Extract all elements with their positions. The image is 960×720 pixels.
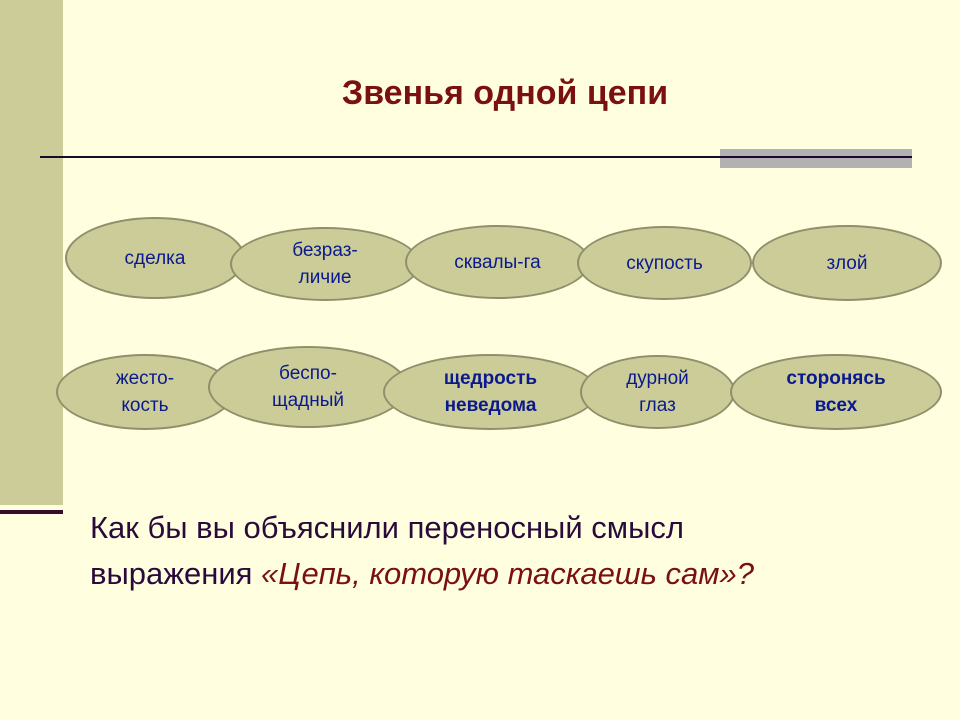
question-line-2: выражения [90, 556, 262, 591]
chain-link: злой [752, 225, 942, 301]
chain-link: сторонясь всех [730, 354, 942, 430]
chain-link: сделка [65, 217, 245, 299]
divider-accent [720, 149, 912, 168]
chain-link: дурной глаз [580, 355, 735, 429]
chain-link: жесто- кость [56, 354, 234, 430]
question-line-1: Как бы вы объяснили переносный смысл [90, 510, 684, 545]
chain-link: скупость [577, 226, 752, 300]
chain-link: сквалы-га [405, 225, 590, 299]
slide-title: Звенья одной цепи [341, 74, 669, 112]
left-accent-mark [0, 510, 63, 514]
question-text: Как бы вы объяснили переносный смысл выр… [90, 505, 754, 597]
chain-link: беспо- щадный [208, 346, 408, 428]
quoted-expression: «Цепь, которую таскаешь сам» [261, 556, 737, 591]
title-divider [40, 156, 912, 158]
question-mark: ? [736, 556, 755, 591]
chain-link: щедрость неведома [383, 354, 598, 430]
chain-link: безраз- личие [230, 227, 420, 301]
left-accent-bar [0, 0, 63, 505]
